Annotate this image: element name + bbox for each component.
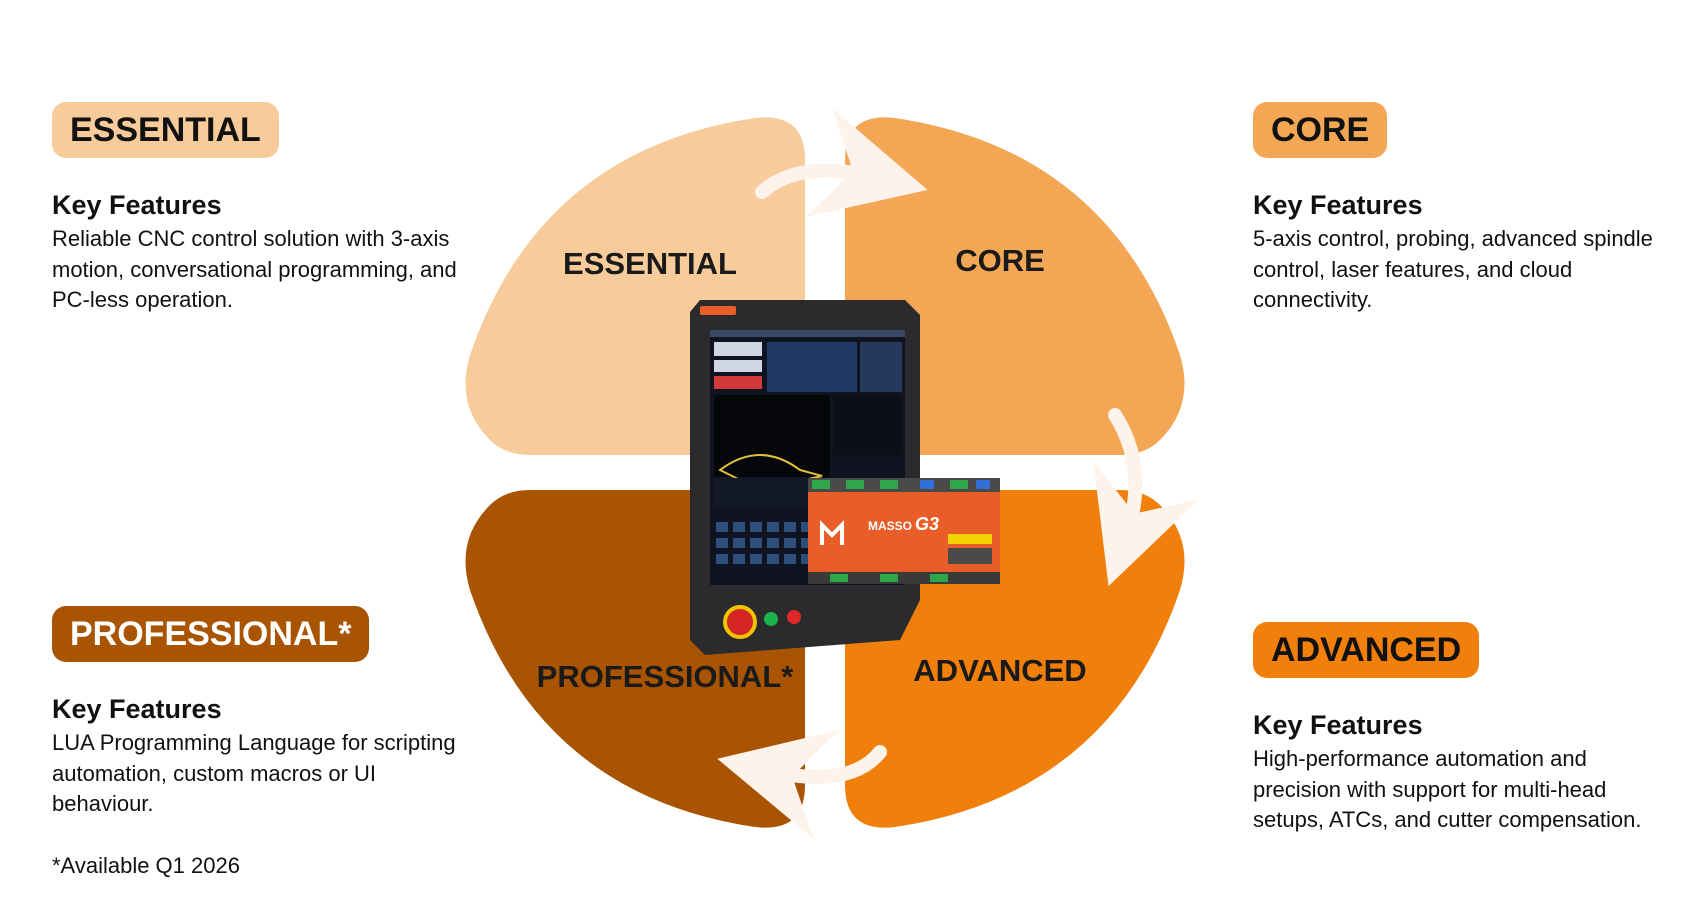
essential-key-features-heading: Key Features bbox=[52, 190, 222, 220]
masso-g3-board: MASSO G3 bbox=[808, 478, 1000, 584]
quadrant-core bbox=[845, 117, 1185, 456]
core-key-features-heading: Key Features bbox=[1253, 190, 1423, 220]
cycle-label-professional: PROFESSIONAL* bbox=[537, 659, 795, 694]
advanced-key-features-heading: Key Features bbox=[1253, 710, 1423, 740]
advanced-description: High-performance automation and precisio… bbox=[1253, 746, 1642, 832]
cycle-label-core: CORE bbox=[955, 243, 1045, 278]
masso-logo-mark bbox=[820, 520, 844, 545]
emergency-stop-button bbox=[723, 605, 757, 639]
professional-key-features-heading: Key Features bbox=[52, 694, 222, 724]
board-model: G3 bbox=[915, 514, 939, 534]
essential-description: Reliable CNC control solution with 3-axi… bbox=[52, 226, 457, 312]
arrow-core-to-advanced bbox=[1093, 408, 1199, 587]
essential-badge: ESSENTIAL bbox=[52, 102, 279, 158]
core-badge: CORE bbox=[1253, 102, 1388, 158]
professional-description: LUA Programming Language for scripting a… bbox=[52, 730, 456, 816]
cnc-controller-device bbox=[690, 300, 920, 655]
arrow-essential-to-core bbox=[755, 108, 928, 218]
arrow-advanced-to-professional bbox=[717, 729, 887, 839]
board-brand: MASSO bbox=[868, 519, 912, 533]
cycle-label-essential: ESSENTIAL bbox=[563, 246, 737, 281]
controller-keypad bbox=[716, 522, 813, 564]
professional-badge: PROFESSIONAL* bbox=[52, 606, 370, 662]
advanced-badge: ADVANCED bbox=[1253, 622, 1480, 678]
start-button bbox=[764, 612, 778, 626]
core-description: 5-axis control, probing, advanced spindl… bbox=[1253, 226, 1653, 312]
cycle-label-advanced: ADVANCED bbox=[913, 653, 1086, 688]
stop-button bbox=[787, 610, 801, 624]
availability-note: *Available Q1 2026 bbox=[52, 853, 240, 878]
toolpath-preview bbox=[718, 454, 823, 492]
